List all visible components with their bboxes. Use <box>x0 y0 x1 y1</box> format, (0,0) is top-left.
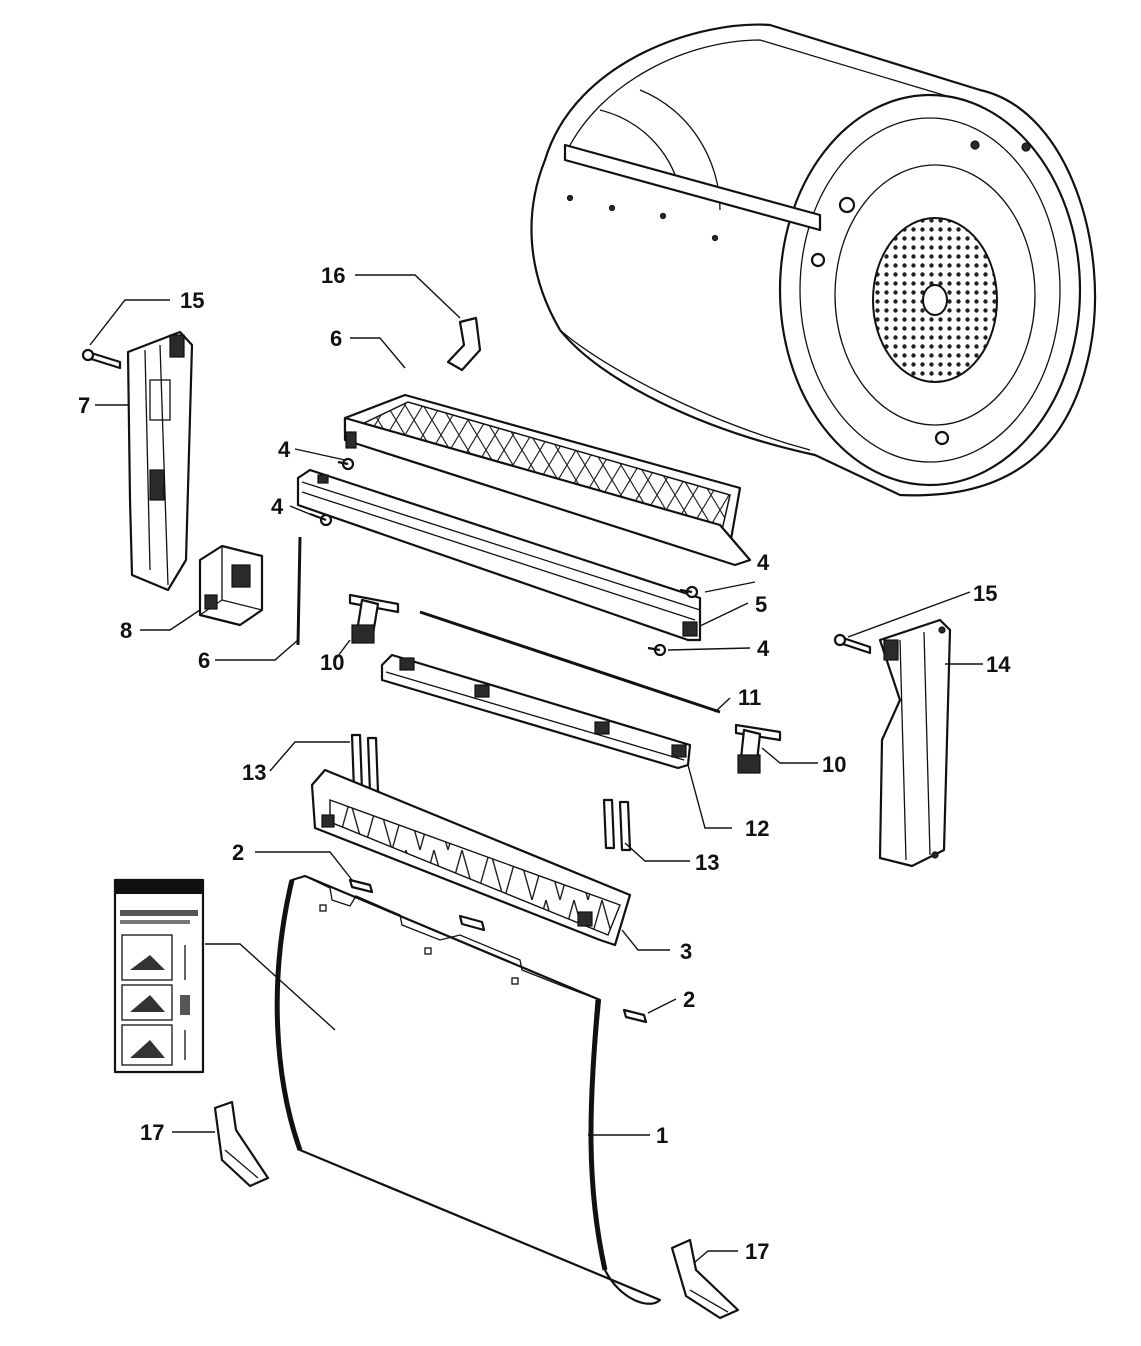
callout-4-a: 4 <box>278 437 291 462</box>
screw-left <box>81 348 122 370</box>
instruction-label <box>113 878 205 1074</box>
callout-14: 14 <box>986 652 1011 677</box>
callout-13-right: 13 <box>695 850 719 875</box>
callout-16: 16 <box>321 263 345 288</box>
middle-rail <box>380 653 692 770</box>
callout-11: 11 <box>738 685 761 710</box>
wire-rod <box>296 536 302 646</box>
foot-right <box>670 1238 740 1320</box>
callout-3: 3 <box>680 939 692 964</box>
screw-4-b <box>309 512 333 527</box>
callout-10-left: 10 <box>320 650 344 675</box>
top-clip <box>446 316 482 372</box>
callout-12: 12 <box>745 816 769 841</box>
small-pin-c <box>622 1008 648 1024</box>
small-pin-a <box>348 878 374 894</box>
screw-4-d <box>647 643 667 657</box>
screw-4-a <box>337 457 355 471</box>
long-rail <box>296 468 702 642</box>
callout-10-right: 10 <box>822 752 846 777</box>
upper-truss-frame <box>343 393 752 567</box>
small-pin-b <box>458 914 486 932</box>
callout-labels: 15 7 16 6 4 4 8 6 10 4 5 4 15 14 11 10 1… <box>78 263 1011 1264</box>
spring-clip-right <box>602 798 632 852</box>
switch-block <box>198 544 264 627</box>
right-side-bracket <box>878 618 952 868</box>
callout-2-top: 2 <box>232 840 244 865</box>
callout-8: 8 <box>120 618 132 643</box>
front-panel <box>274 874 662 1305</box>
callout-1: 1 <box>656 1123 668 1148</box>
callout-2-right: 2 <box>683 987 695 1012</box>
callout-4-b: 4 <box>271 494 284 519</box>
callout-13-left: 13 <box>242 760 266 785</box>
callout-17-left: 17 <box>140 1120 164 1145</box>
callout-6-bottom: 6 <box>198 648 210 673</box>
left-side-bracket <box>126 330 194 592</box>
screw-right <box>833 633 872 655</box>
hinge-right <box>734 723 782 774</box>
callout-17-right: 17 <box>745 1239 769 1264</box>
screw-4-c <box>679 585 699 599</box>
drum-assembly <box>530 23 1097 497</box>
callout-15-left: 15 <box>180 288 204 313</box>
callout-4-d: 4 <box>757 636 770 661</box>
long-pin <box>419 610 721 714</box>
callout-5: 5 <box>755 592 767 617</box>
foot-left <box>213 1100 270 1188</box>
callout-7: 7 <box>78 393 90 418</box>
callout-15-right: 15 <box>973 581 997 606</box>
hinge-left <box>348 593 400 644</box>
callout-4-c: 4 <box>757 550 770 575</box>
callout-6-top: 6 <box>330 326 342 351</box>
leader-lines <box>89 274 983 1263</box>
lower-truss-panel <box>310 768 632 947</box>
